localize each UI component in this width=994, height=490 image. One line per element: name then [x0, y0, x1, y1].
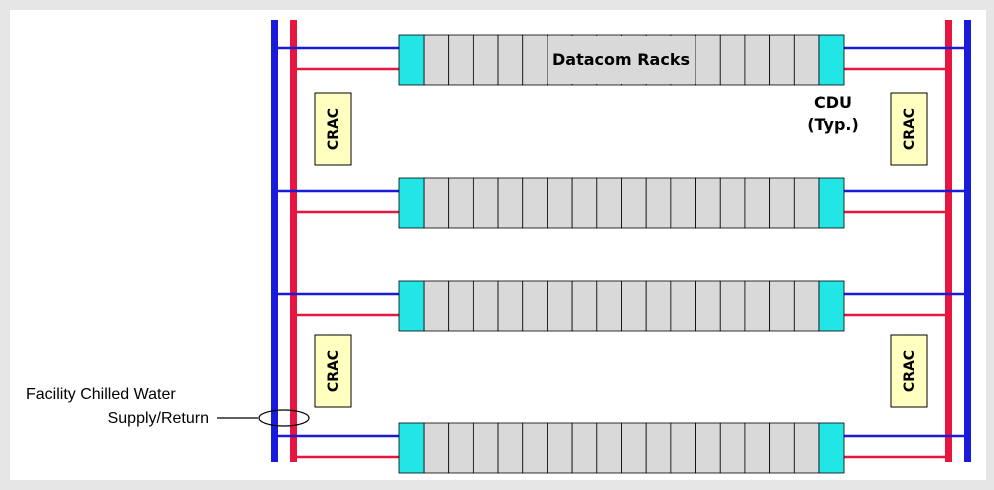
- datacom-rack: [621, 422, 647, 474]
- datacom-racks-label: Datacom Racks: [552, 50, 690, 69]
- datacom-rack: [769, 280, 795, 332]
- crac-label: CRAC: [902, 108, 918, 150]
- datacom-rack: [522, 422, 548, 474]
- left-return-header: [290, 20, 297, 462]
- datacom-rack: [719, 177, 746, 229]
- cdu-unit: [398, 177, 425, 229]
- datacom-rack: [497, 34, 524, 86]
- datacom-rack: [448, 280, 474, 332]
- datacom-rack: [645, 177, 672, 229]
- datacom-rack: [719, 280, 746, 332]
- crac-label: CRAC: [902, 350, 918, 392]
- crac-label: CRAC: [326, 350, 342, 392]
- datacom-rack: [670, 422, 696, 474]
- crac-box: [890, 92, 928, 166]
- cdu-unit: [398, 34, 425, 86]
- datacom-rack: [744, 34, 771, 86]
- datacom-rack: [695, 280, 721, 332]
- datacom-rack: [793, 34, 820, 86]
- diagram-canvas: [10, 10, 986, 480]
- datacom-rack: [423, 34, 450, 86]
- datacom-rack: [547, 422, 573, 474]
- rack-rows: [278, 34, 964, 474]
- cdu-unit: [818, 34, 845, 86]
- datacom-rack: [472, 34, 499, 86]
- datacom-rack: [596, 280, 622, 332]
- datacom-rack: [547, 280, 573, 332]
- right-headers: [945, 20, 971, 462]
- crac-unit: CRAC: [890, 92, 928, 166]
- cdu-unit: [398, 422, 425, 474]
- cdu-label: CDU: [814, 93, 852, 112]
- datacom-rack: [621, 280, 647, 332]
- left-headers: [271, 20, 297, 462]
- datacom-rack: [645, 280, 672, 332]
- datacom-rack: [744, 422, 771, 474]
- datacom-rack: [695, 422, 721, 474]
- crac-unit: CRAC: [890, 334, 928, 408]
- datacom-rack: [596, 422, 622, 474]
- facility-water-sublabel: Supply/Return: [108, 410, 209, 427]
- datacom-rack: [719, 34, 746, 86]
- datacom-rack: [719, 422, 746, 474]
- datacom-rack: [571, 280, 598, 332]
- crac-box: [314, 92, 352, 166]
- datacom-rack: [793, 422, 820, 474]
- left-supply-header: [271, 20, 278, 462]
- datacom-rack: [571, 177, 598, 229]
- datacom-rack: [547, 177, 573, 229]
- crac-box: [314, 334, 352, 408]
- datacom-rack: [769, 422, 795, 474]
- datacom-rack: [423, 177, 450, 229]
- datacom-rack: [744, 280, 771, 332]
- datacom-rack: [472, 280, 499, 332]
- datacom-rack: [522, 280, 548, 332]
- datacom-rack: [645, 422, 672, 474]
- datacom-rack: [793, 177, 820, 229]
- crac-label: CRAC: [326, 108, 342, 150]
- cdu-unit: [818, 177, 845, 229]
- rack-row: [278, 280, 964, 332]
- datacom-rack: [695, 34, 721, 86]
- datacom-rack: [621, 177, 647, 229]
- crac-unit: CRAC: [314, 334, 352, 408]
- datacom-rack: [423, 280, 450, 332]
- datacom-rack: [472, 177, 499, 229]
- cdu-typ-label: (Typ.): [807, 115, 859, 134]
- cdu-unit: [398, 280, 425, 332]
- callout-ellipse: [258, 409, 310, 427]
- datacom-rack: [769, 177, 795, 229]
- crac-unit: CRAC: [314, 92, 352, 166]
- cdu-unit: [818, 280, 845, 332]
- datacom-rack: [793, 280, 820, 332]
- datacom-rack: [448, 422, 474, 474]
- datacom-rack: [497, 280, 524, 332]
- datacom-rack: [522, 177, 548, 229]
- facility-water-label: Facility Chilled Water: [26, 386, 176, 403]
- right-return-header: [945, 20, 952, 462]
- cdu-unit: [818, 422, 845, 474]
- datacom-rack: [497, 177, 524, 229]
- datacom-rack: [670, 177, 696, 229]
- datacom-rack: [695, 177, 721, 229]
- datacom-rack: [497, 422, 524, 474]
- datacom-rack: [448, 177, 474, 229]
- datacom-rack: [522, 34, 548, 86]
- rack-label-backdrop: [547, 36, 696, 84]
- rack-row: [278, 177, 964, 229]
- crac-box: [890, 334, 928, 408]
- datacom-rack: [448, 34, 474, 86]
- datacom-rack: [596, 177, 622, 229]
- datacom-rack: [769, 34, 795, 86]
- datacom-rack: [670, 280, 696, 332]
- right-supply-header: [964, 20, 971, 462]
- rack-row: [278, 422, 964, 474]
- datacom-rack: [472, 422, 499, 474]
- datacom-rack: [744, 177, 771, 229]
- datacom-rack: [423, 422, 450, 474]
- datacom-rack: [571, 422, 598, 474]
